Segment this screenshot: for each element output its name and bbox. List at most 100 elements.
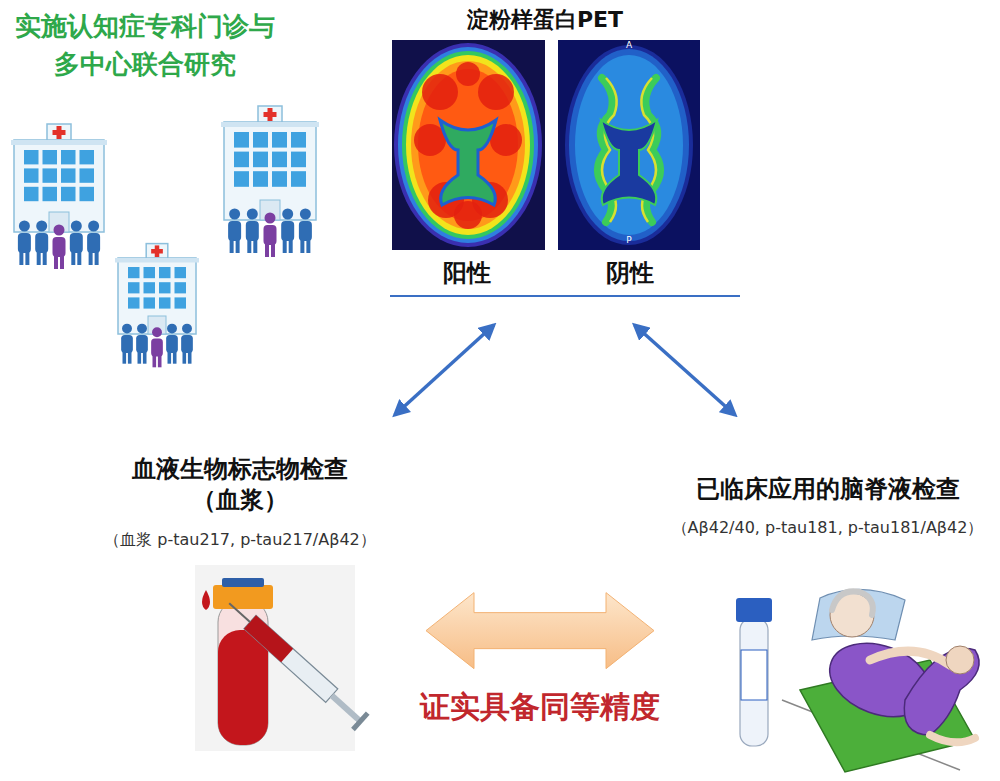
equivalence-arrow	[426, 593, 654, 669]
hospital-window	[175, 282, 187, 293]
person-head	[88, 221, 99, 232]
lumbar-puncture-patient	[782, 589, 979, 772]
person-head	[300, 209, 311, 220]
person-leg	[43, 251, 47, 265]
hospital-window	[80, 187, 95, 201]
blood-drop	[202, 590, 210, 610]
red-cross	[151, 249, 163, 254]
amyloid-spot	[456, 62, 480, 86]
orientation-mark: P	[622, 236, 636, 246]
orientation-mark: A	[622, 41, 636, 51]
person-head	[282, 209, 293, 220]
tube-cap	[736, 598, 772, 622]
hospital-window	[24, 168, 39, 182]
person-body	[70, 233, 83, 253]
amyloid-spot	[478, 74, 514, 110]
person-leg	[271, 243, 275, 257]
brain-layer	[565, 45, 693, 245]
tube-label	[741, 650, 767, 700]
person-head	[36, 221, 47, 232]
person-leg	[183, 351, 187, 364]
person-head	[152, 327, 162, 337]
person-body	[228, 221, 241, 241]
person-head	[19, 221, 30, 232]
person-leg	[60, 255, 64, 269]
hospital-window	[61, 150, 76, 164]
person-head	[54, 225, 65, 236]
person-body	[35, 233, 48, 253]
person-head	[247, 209, 258, 220]
scan-result: 阴性	[585, 258, 675, 288]
person-body	[246, 221, 259, 241]
hospital-window	[175, 297, 187, 308]
hospital-window	[175, 267, 187, 278]
hospital-window	[253, 132, 268, 148]
syringe-barrel	[244, 615, 338, 702]
pillow	[812, 589, 905, 640]
person-head	[122, 324, 132, 334]
blood-test-group: 血液生物标志物检查 （血浆）（血浆 p-tau217, p-tau217/Aβ4…	[60, 452, 420, 760]
person-leg	[289, 239, 293, 253]
hospital-window	[159, 297, 171, 308]
person-body	[87, 233, 100, 253]
hospital-window	[80, 150, 95, 164]
hospital-building	[14, 140, 104, 232]
hospital-roof	[11, 140, 107, 145]
person-body	[299, 221, 312, 241]
person-leg	[283, 239, 287, 253]
person-leg	[54, 255, 58, 269]
hospital-window	[128, 297, 140, 308]
patient-arm	[870, 651, 950, 665]
hospital-window	[128, 267, 140, 278]
hospital-window	[291, 171, 306, 187]
pet-positive-scan	[392, 40, 545, 250]
person-leg	[143, 351, 147, 364]
person-leg	[300, 239, 304, 253]
pet-panel: 淀粉样蛋白PET 阳性 阴性	[385, 2, 705, 300]
person-body	[18, 233, 31, 253]
hospital-window	[272, 171, 287, 187]
amyloid-spot	[454, 201, 482, 229]
hospital-icon	[11, 124, 107, 269]
edge-label: 证实具备同等精度	[416, 687, 664, 728]
person-leg	[173, 351, 177, 364]
hospital-window	[128, 282, 140, 293]
scan-result: 阳性	[422, 258, 512, 288]
hospital-window	[253, 171, 268, 187]
person-leg	[25, 251, 29, 265]
hospital-building	[118, 258, 196, 334]
panel-title: 淀粉样蛋白PET	[385, 6, 705, 34]
person-leg	[158, 355, 162, 368]
person-leg	[236, 239, 240, 253]
brain-layer	[398, 47, 538, 243]
person-leg	[77, 251, 81, 265]
ventricle	[601, 120, 657, 205]
marker-list: （Aβ42/40, p-tau181, p-tau181/Aβ42）	[660, 518, 995, 538]
hospital-window	[24, 187, 39, 201]
person-leg	[89, 251, 93, 265]
person-leg	[128, 351, 132, 364]
hospital-roof	[221, 122, 319, 127]
person-leg	[153, 355, 157, 368]
hospital-icon	[115, 244, 199, 368]
person-head	[229, 209, 240, 220]
person-body	[281, 221, 294, 241]
person-leg	[306, 239, 310, 253]
scan-background	[392, 40, 545, 250]
person-leg	[123, 351, 127, 364]
hospital-window	[43, 187, 58, 201]
person-body	[181, 335, 193, 353]
hospital-window	[234, 171, 249, 187]
scan-background	[558, 40, 700, 250]
csf-sample-illustration	[736, 598, 772, 746]
brain-layer	[411, 61, 525, 229]
hospital-window	[43, 150, 58, 164]
hospital-window	[159, 267, 171, 278]
method-heading: 已临床应用的脑脊液检查	[660, 474, 995, 504]
brain-layer	[394, 43, 542, 247]
patient-knee	[946, 646, 974, 674]
hospital-window	[159, 282, 171, 293]
amyloid-spot	[422, 74, 458, 110]
